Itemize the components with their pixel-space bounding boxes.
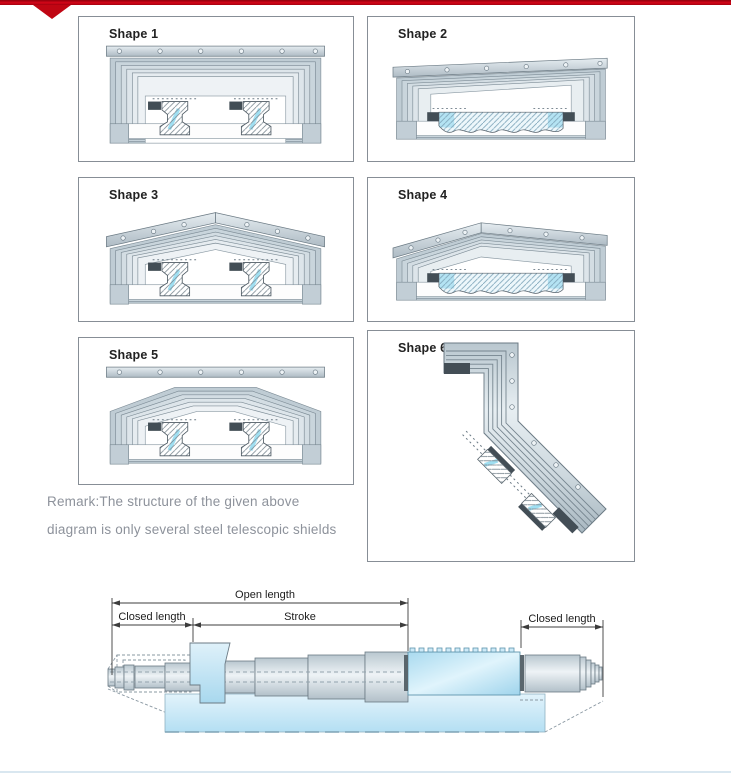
- bottom-divider: [0, 771, 731, 773]
- panel-shape-6: Shape 6: [367, 330, 635, 562]
- shape-2-drawing: [392, 57, 608, 140]
- shape-1-label: Shape 1: [109, 27, 159, 41]
- remark-text: Remark:The structure of the given above …: [47, 488, 336, 544]
- shape-5-drawing: [106, 366, 325, 465]
- open-length-label: Open length: [235, 589, 295, 601]
- remark-line-1: Remark:The structure of the given above: [47, 494, 300, 509]
- red-accent-bar: [0, 0, 731, 5]
- rail-block-right: [229, 259, 279, 297]
- red-triangle-marker: [33, 5, 71, 19]
- shape-6-drawing: [443, 342, 607, 534]
- rail-block-right: [229, 98, 279, 136]
- remark-line-2: diagram is only several steel telescopic…: [47, 522, 337, 537]
- rail-block-left: [148, 98, 198, 136]
- closed-length-left-label: Closed length: [118, 611, 185, 623]
- table-slide-block: [427, 272, 575, 294]
- panel-shape-4: Shape 4: [367, 177, 635, 322]
- rail-block-left: [148, 419, 198, 457]
- rail-block-left: [148, 259, 198, 297]
- saddle-block: [404, 647, 524, 696]
- panel-shape-5: Shape 5: [78, 337, 354, 485]
- panel-shape-3: Shape 3: [78, 177, 354, 322]
- table-slide-block: [427, 111, 575, 133]
- rail-block-lower: [518, 492, 557, 531]
- shape-3-drawing: [106, 212, 325, 305]
- stroke-label: Stroke: [284, 611, 316, 623]
- shape-5-label: Shape 5: [109, 348, 159, 362]
- panel-shape-1: Shape 1: [78, 16, 354, 162]
- rail-block-upper: [477, 445, 516, 484]
- shape-4-label: Shape 4: [398, 188, 448, 202]
- rail-block-right: [229, 419, 279, 457]
- closed-length-right-label: Closed length: [528, 613, 595, 625]
- shape-4-drawing: [392, 222, 608, 301]
- shape-2-label: Shape 2: [398, 27, 448, 41]
- dimension-diagram: Open length Closed length Stroke Closed …: [107, 589, 604, 733]
- shape-6-label: Shape 6: [398, 341, 448, 355]
- panel-shape-2: Shape 2: [367, 16, 635, 162]
- shape-1-drawing: [106, 45, 325, 144]
- shape-3-label: Shape 3: [109, 188, 159, 202]
- wiper-carrier: [189, 642, 231, 704]
